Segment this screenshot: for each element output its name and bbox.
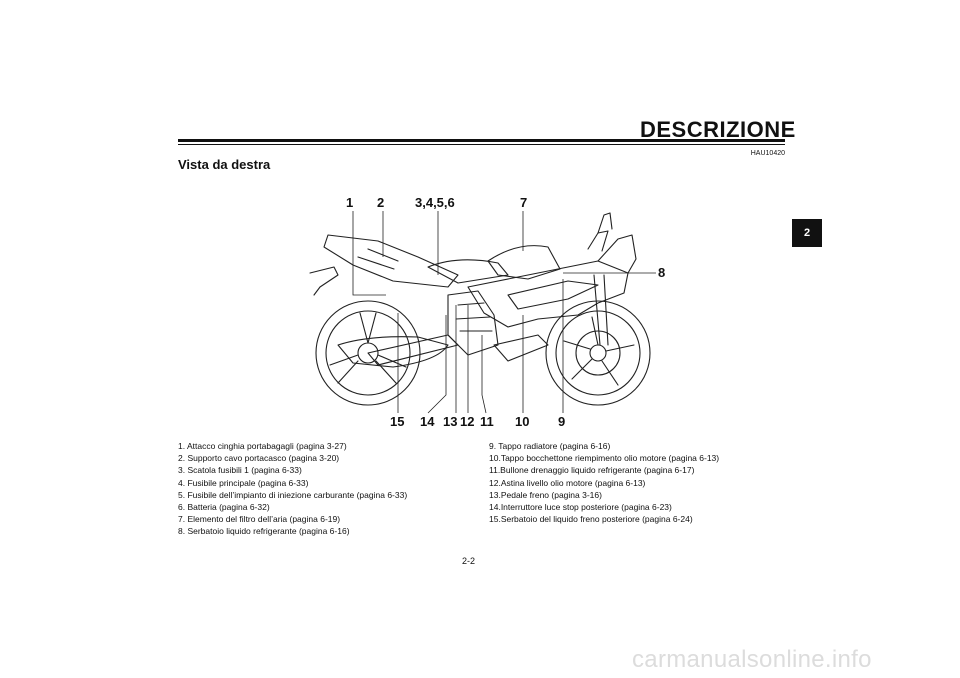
legend-item-5: 5. Fusibile dell’impianto di iniezione c… [178, 489, 408, 500]
legend-item-12: 12.Astina livello olio motore (pagina 6-… [489, 477, 646, 488]
callout-12: 12 [460, 414, 474, 429]
legend-item-15: 15.Serbatoio del liquido freno posterior… [489, 514, 693, 525]
legend-list-left: 1. Attacco cinghia portabagagli (pagina … [178, 440, 407, 538]
motorcycle-right-side-illustration: 1 2 3,4,5,6 7 8 9 10 11 12 13 14 15 [309, 195, 665, 429]
callout-10: 10 [515, 414, 529, 429]
legend-item-3: 3. Scatola fusibili 1 (pagina 6-33) [178, 465, 302, 476]
chapter-tab[interactable]: 2 [792, 219, 822, 247]
callout-9: 9 [558, 414, 565, 429]
legend-item-14: 14.Interruttore luce stop posteriore (pa… [489, 502, 672, 513]
rear-wheel [315, 300, 421, 406]
legend-item-7: 7. Elemento del filtro dell’aria (pagina… [178, 514, 341, 525]
callout-2: 2 [377, 195, 384, 210]
legend-item-6: 6. Batteria (pagina 6-32) [178, 502, 270, 513]
callout-3-4-5-6: 3,4,5,6 [415, 195, 455, 210]
legend-item-8: 8. Serbatoio liquido refrigerante (pagin… [178, 526, 350, 537]
callout-15: 15 [390, 414, 404, 429]
front-wheel [545, 300, 651, 406]
legend-item-4: 4. Fusibile principale (pagina 6-33) [178, 477, 309, 488]
section-title: Vista da destra [178, 157, 271, 172]
document-code: HAU10420 [750, 150, 785, 157]
callout-11: 11 [480, 414, 494, 429]
callout-8: 8 [658, 265, 665, 280]
page-header-title: DESCRIZIONE [640, 117, 796, 142]
callout-13: 13 [443, 414, 457, 429]
legend-item-1: 1. Attacco cinghia portabagagli (pagina … [178, 441, 347, 451]
legend-item-2: 2. Supporto cavo portacasco (pagina 3-20… [178, 453, 340, 464]
legend-item-10: 10.Tappo bocchettone riempimento olio mo… [489, 453, 720, 464]
legend-item-13: 13.Pedale freno (pagina 3-16) [489, 489, 602, 500]
header-rule-thin [178, 144, 785, 145]
callout-1: 1 [346, 195, 353, 210]
callout-14: 14 [420, 414, 435, 429]
callout-7: 7 [520, 195, 527, 210]
watermark[interactable]: carmanualsonline.info [632, 646, 872, 673]
legend-list-right: 9. Tappo radiatore (pagina 6-16) 10.Tapp… [489, 440, 719, 525]
legend-item-9: 9. Tappo radiatore (pagina 6-16) [489, 441, 611, 451]
legend-item-11: 11.Bullone drenaggio liquido refrigerant… [489, 465, 695, 476]
page-number: 2-2 [462, 556, 476, 566]
header-rule [178, 139, 785, 142]
